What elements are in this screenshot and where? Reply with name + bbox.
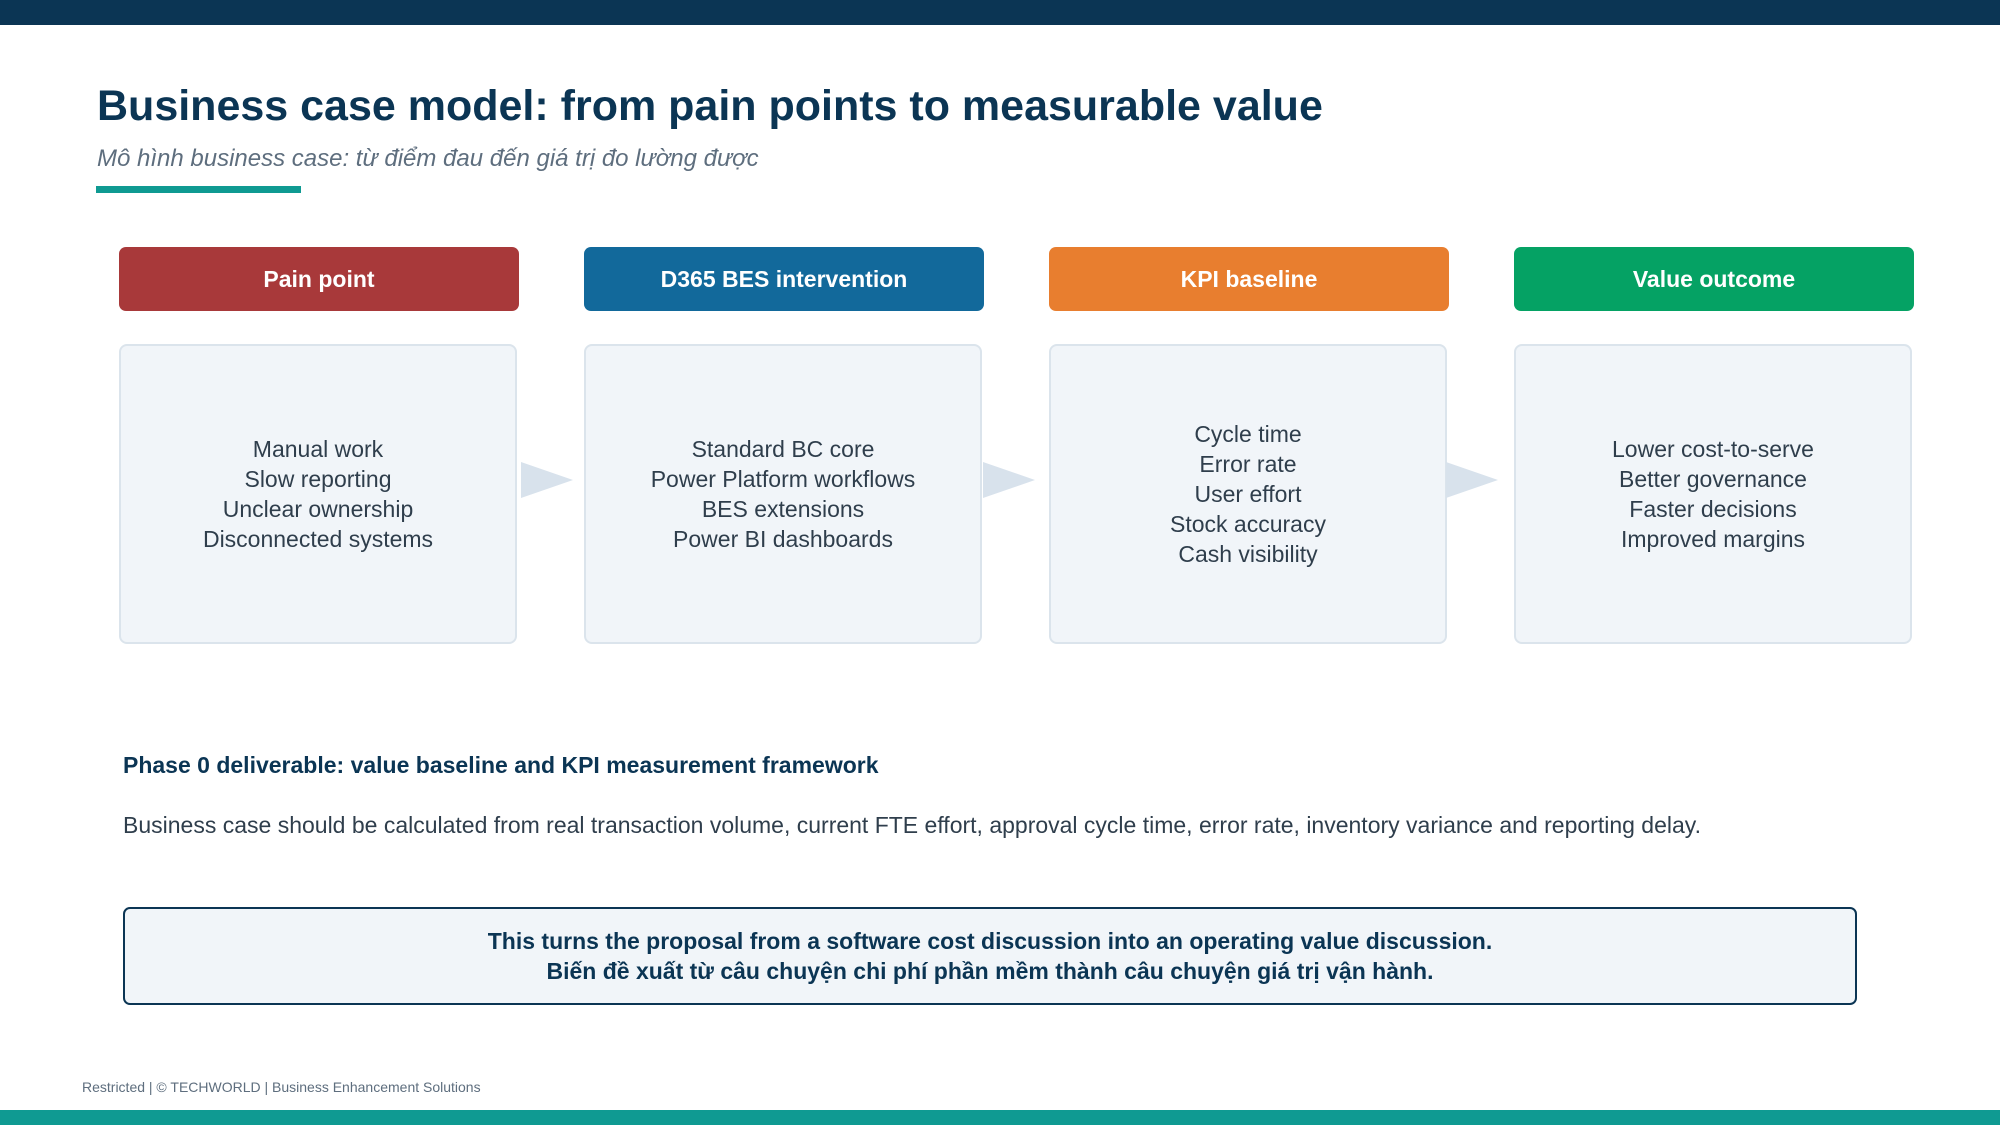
- list-item: Faster decisions: [1629, 496, 1797, 522]
- column-header-pain-point: Pain point: [119, 247, 519, 311]
- list-item: BES extensions: [701, 496, 865, 522]
- footer-text: Restricted | © TECHWORLD | Business Enha…: [82, 1079, 481, 1095]
- list-item: Lower cost-to-serve: [1612, 436, 1814, 462]
- bottom-bar: [0, 1110, 2000, 1125]
- list-item: User effort: [1194, 481, 1302, 507]
- flow-arrow-icon: [521, 462, 573, 498]
- slide-title: Business case model: from pain points to…: [97, 82, 1323, 130]
- list-item: Disconnected systems: [202, 526, 434, 552]
- top-bar: [0, 0, 2000, 25]
- list-item: Better governance: [1619, 466, 1807, 492]
- list-item: Power Platform workflows: [650, 466, 916, 492]
- column-box-value-outcome: Lower cost-to-serve Better governance Fa…: [1514, 344, 1912, 644]
- list-item: Unclear ownership: [222, 496, 414, 522]
- flow-arrow-icon: [1446, 462, 1498, 498]
- column-header-intervention: D365 BES intervention: [584, 247, 984, 311]
- callout-line-vietnamese: Biến đề xuất từ câu chuyện chi phí phần …: [546, 958, 1434, 984]
- flow-arrow-icon: [983, 462, 1035, 498]
- slide-subtitle: Mô hình business case: từ điểm đau đến g…: [97, 145, 759, 172]
- callout-box: This turns the proposal from a software …: [123, 907, 1857, 1005]
- list-item: Manual work: [252, 436, 384, 462]
- column-box-kpi-baseline: Cycle time Error rate User effort Stock …: [1049, 344, 1447, 644]
- list-item: Standard BC core: [691, 436, 875, 462]
- list-item: Error rate: [1199, 451, 1297, 477]
- callout-line-english: This turns the proposal from a software …: [487, 928, 1493, 954]
- deliverable-text: Business case should be calculated from …: [123, 812, 1701, 838]
- list-item: Slow reporting: [244, 466, 392, 492]
- list-item: Stock accuracy: [1170, 511, 1326, 537]
- column-header-value-outcome: Value outcome: [1514, 247, 1914, 311]
- list-item: Improved margins: [1620, 526, 1806, 552]
- column-box-pain-point: Manual work Slow reporting Unclear owner…: [119, 344, 517, 644]
- list-item: Power BI dashboards: [673, 526, 893, 552]
- list-item: Cash visibility: [1178, 541, 1318, 567]
- list-item: Cycle time: [1194, 421, 1302, 447]
- column-header-kpi-baseline: KPI baseline: [1049, 247, 1449, 311]
- title-accent-rule: [96, 186, 301, 193]
- column-box-intervention: Standard BC core Power Platform workflow…: [584, 344, 982, 644]
- deliverable-title: Phase 0 deliverable: value baseline and …: [123, 752, 879, 778]
